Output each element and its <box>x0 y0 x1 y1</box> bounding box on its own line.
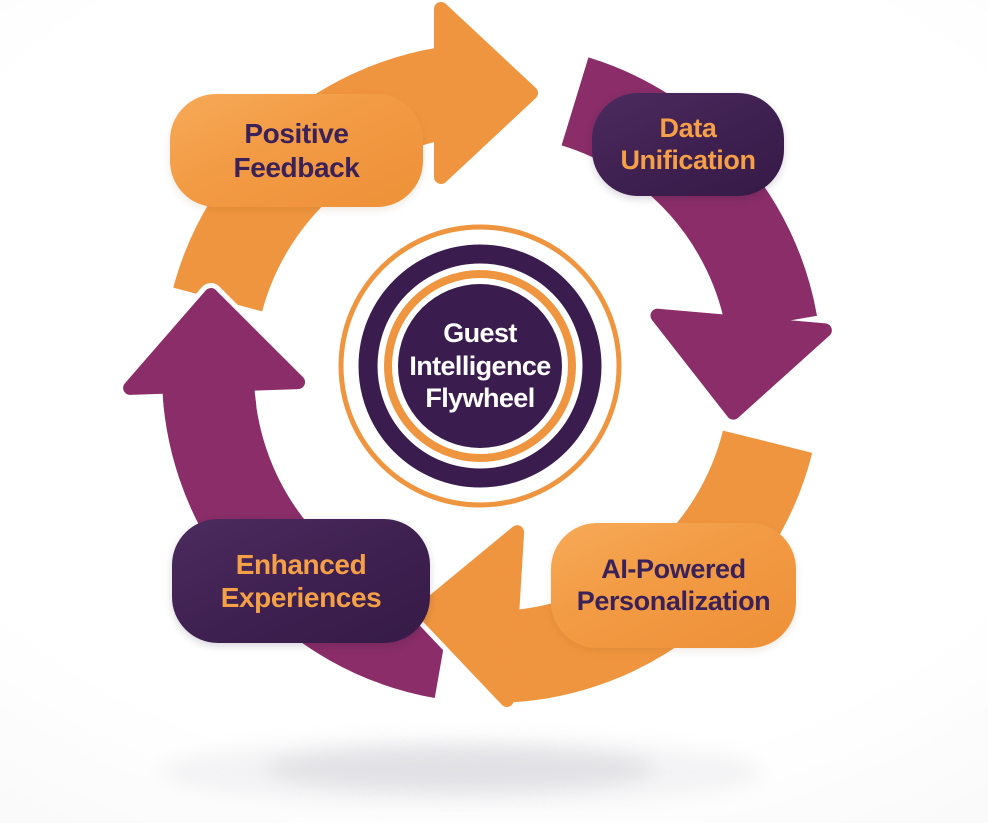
node-positive-feedback: Positive Feedback <box>170 94 423 207</box>
node-ai-powered-personalization-label: AI-Powered Personalization <box>576 553 771 616</box>
inner-orange-ring <box>384 270 576 462</box>
center-disc <box>398 284 562 448</box>
node-enhanced-experiences: Enhanced Experiences <box>172 519 430 643</box>
ground-shadow <box>162 738 762 806</box>
arrow-left-plum-head-overlay <box>118 283 311 419</box>
node-ai-powered-personalization: AI-Powered Personalization <box>551 523 796 648</box>
node-data-unification-label: Data Unification <box>620 112 756 175</box>
center-title-text: Guest Intelligence Flywheel <box>409 317 551 414</box>
node-positive-feedback-label: Positive Feedback <box>233 118 360 183</box>
node-enhanced-experiences-label: Enhanced Experiences <box>220 548 382 613</box>
purple-ring <box>358 244 602 488</box>
outer-orange-ring <box>338 224 622 508</box>
center-title: Guest Intelligence Flywheel <box>385 305 575 427</box>
node-data-unification: Data Unification <box>592 93 784 196</box>
center-medallion <box>338 224 622 508</box>
